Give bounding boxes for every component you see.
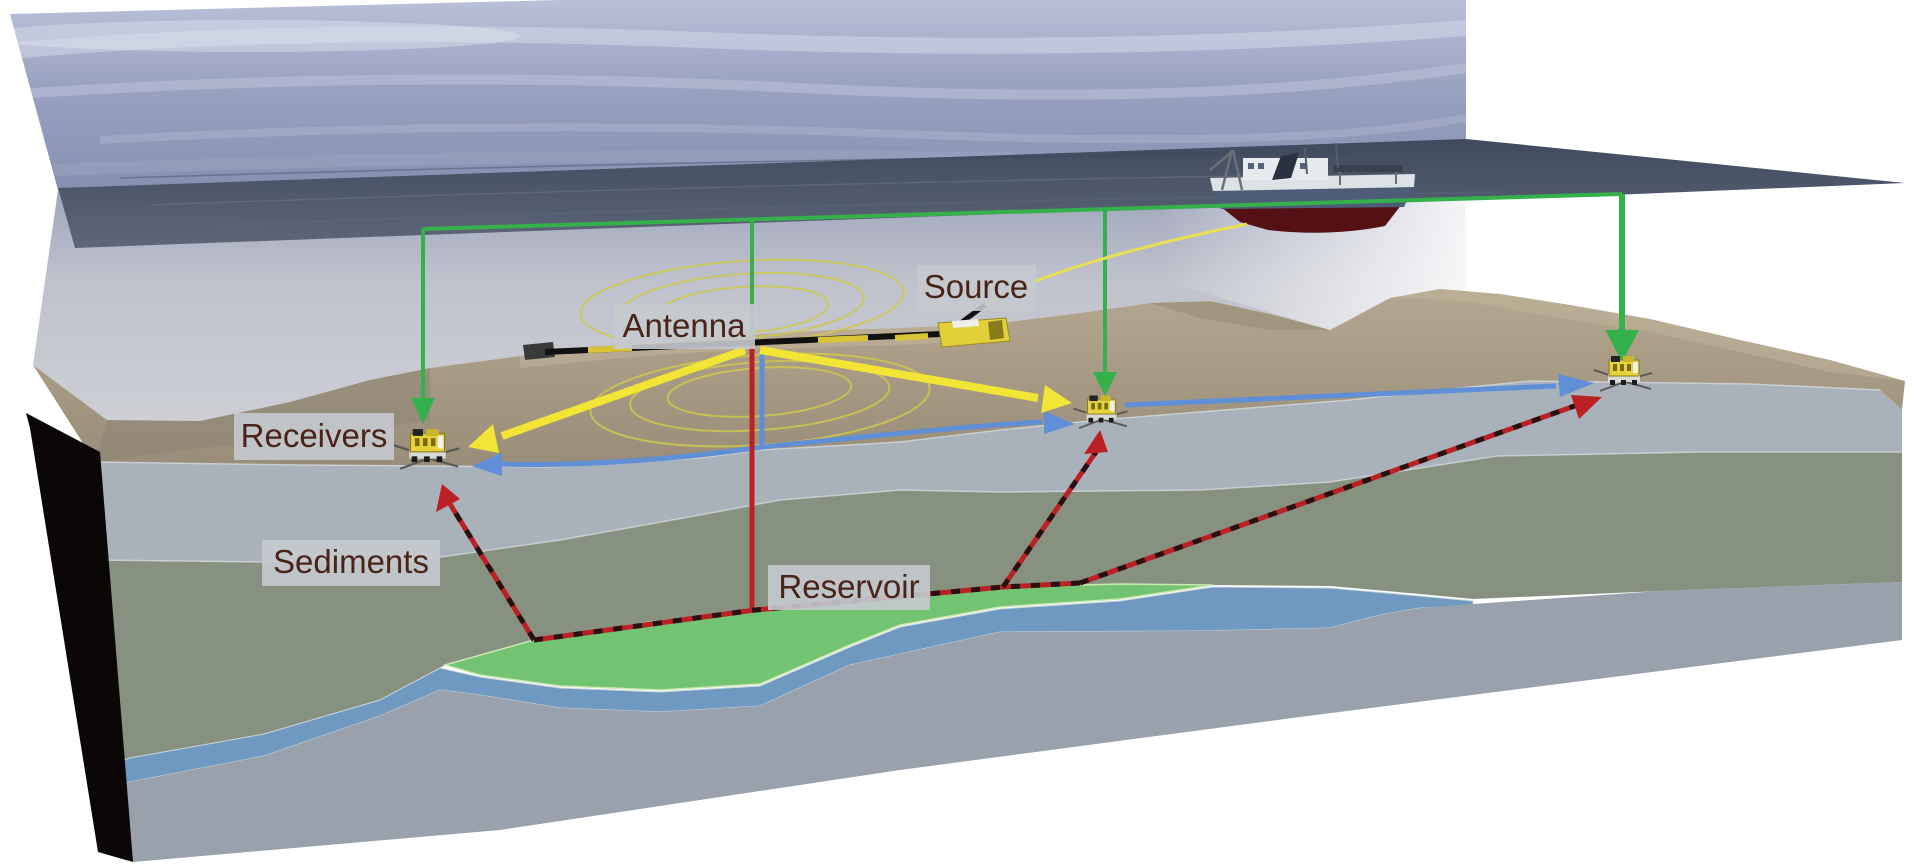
source-top-stripe <box>952 319 979 328</box>
antenna-end-connector <box>523 342 555 360</box>
blue-arrowhead <box>1558 374 1594 397</box>
green-arrowhead <box>411 398 435 424</box>
label-text-reservoir: Reservoir <box>778 568 919 605</box>
sky-backdrop <box>10 0 1466 190</box>
direct-wave-blue <box>472 350 1594 476</box>
sand-hill-highlight <box>1390 289 1905 381</box>
label-text-receivers: Receivers <box>241 417 388 454</box>
label-text-source: Source <box>924 268 1029 305</box>
label-box <box>614 304 755 349</box>
label-antenna: Antenna <box>614 304 755 349</box>
transmitted-field-yellow <box>468 346 1072 453</box>
red-arrowhead <box>436 484 460 512</box>
label-text-sediments: Sediments <box>273 543 429 580</box>
cloud-streaks <box>10 20 1466 178</box>
ship-funnel <box>1272 153 1299 180</box>
sand-mound-shade <box>1150 301 1330 330</box>
labels-group: Receivers Antenna Source Sediments Reser… <box>234 265 1036 610</box>
red-arrowhead <box>1571 395 1602 419</box>
ship-mast <box>1335 142 1339 169</box>
source-slot <box>988 320 1004 340</box>
label-source: Source <box>917 265 1036 311</box>
ship-underbody <box>1221 204 1402 233</box>
label-reservoir: Reservoir <box>768 565 930 610</box>
seafloor-sand <box>33 289 1905 467</box>
yellow-arrowhead <box>1041 385 1072 413</box>
label-receivers: Receivers <box>234 413 394 460</box>
basement-gray-layer <box>95 582 1902 862</box>
blue-arrowhead <box>1044 411 1075 434</box>
subsurface-block <box>26 289 1905 862</box>
yellow-arrowhead <box>468 424 499 453</box>
label-box <box>262 540 440 586</box>
deployment-path-green <box>411 192 1639 424</box>
label-box <box>768 565 930 610</box>
green-arrowhead <box>1093 372 1117 396</box>
label-text-antenna: Antenna <box>623 307 747 344</box>
label-box <box>917 265 1036 311</box>
sediment-upper-gray-layer <box>95 381 1902 562</box>
sediment-olive-layer <box>95 452 1902 766</box>
label-sediments: Sediments <box>262 540 440 586</box>
label-box <box>234 413 394 460</box>
ship-aft-deck-roof <box>1333 165 1403 172</box>
red-arrowhead <box>1084 430 1108 454</box>
ship-crane <box>1209 149 1244 191</box>
green-arrowhead <box>1605 330 1639 362</box>
block-side-face <box>26 413 133 862</box>
ship-mast <box>1304 147 1308 175</box>
blue-arrowhead <box>472 453 502 476</box>
